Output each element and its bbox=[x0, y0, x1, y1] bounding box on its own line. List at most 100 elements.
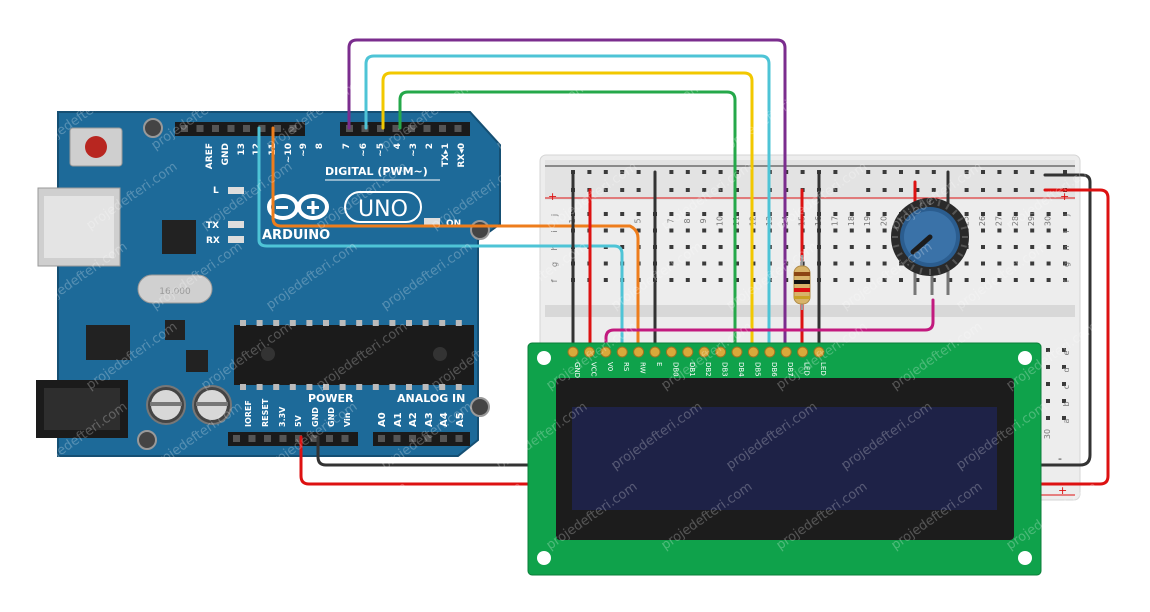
breadboard-hole bbox=[718, 261, 723, 266]
breadboard-hole bbox=[997, 228, 1002, 233]
lcd-pin-label: DB7 bbox=[786, 362, 794, 377]
analog-pin-label: A5 bbox=[455, 412, 466, 427]
column-number: 5 bbox=[634, 218, 643, 223]
watermark-text: projedefteri.com bbox=[494, 79, 591, 153]
breadboard-hole bbox=[718, 245, 723, 249]
digital-pin-label: RX◂0 bbox=[457, 143, 467, 168]
watermark-text: projedefteri.com bbox=[84, 479, 181, 553]
rail-hole bbox=[685, 170, 690, 174]
lcd-pin-label: LED bbox=[819, 362, 827, 376]
breadboard-hole bbox=[866, 212, 871, 216]
row-letter-left: h bbox=[550, 245, 559, 250]
row-letter-left: f bbox=[550, 279, 559, 282]
column-number: 30 bbox=[1044, 216, 1053, 226]
breadboard-hole bbox=[1046, 416, 1050, 420]
header-pin bbox=[392, 125, 400, 132]
column-number: 27 bbox=[994, 216, 1003, 226]
breadboard-hole bbox=[1046, 278, 1051, 282]
breadboard-hole bbox=[735, 228, 739, 233]
wire-cyan-rs bbox=[257, 126, 624, 354]
digital-pwm-label: DIGITAL (PWM~) bbox=[325, 165, 428, 178]
rail-hole bbox=[718, 188, 723, 192]
crystal-oscillator bbox=[137, 274, 213, 304]
breadboard-hole bbox=[882, 212, 887, 216]
breadboard-hole bbox=[849, 212, 854, 216]
rail-hole bbox=[1013, 188, 1018, 192]
breadboard-hole bbox=[1030, 212, 1035, 216]
led-on bbox=[424, 218, 440, 225]
breadboard-hole bbox=[735, 245, 739, 249]
rail-hole bbox=[735, 170, 739, 174]
header-pin bbox=[274, 125, 281, 132]
header-pin bbox=[264, 435, 271, 442]
lcd-pin-label: GND bbox=[573, 362, 581, 378]
breadboard-hole bbox=[1013, 212, 1018, 216]
rail-hole bbox=[702, 188, 707, 192]
breadboard-hole bbox=[981, 212, 985, 216]
breadboard-hole bbox=[882, 278, 887, 282]
breadboard-hole bbox=[1013, 228, 1018, 233]
digital-pin-label: 2 bbox=[425, 143, 435, 149]
breadboard-hole bbox=[718, 228, 723, 233]
l-label: L bbox=[213, 186, 219, 196]
watermark-text: projedefteri.com bbox=[429, 479, 526, 553]
arduino-brand: ARDUINO bbox=[262, 228, 330, 243]
lcd-pin-label: V0 bbox=[606, 362, 614, 371]
breadboard-hole bbox=[1063, 212, 1067, 216]
row-letter-right: j bbox=[1062, 214, 1071, 217]
header-pin bbox=[279, 435, 287, 442]
header-pin bbox=[423, 125, 431, 132]
breadboard-hole bbox=[702, 261, 707, 266]
row-letter-right: h bbox=[1062, 245, 1071, 250]
led-l bbox=[228, 187, 244, 194]
wire-cyan bbox=[364, 54, 771, 354]
watermark-text: projedefteri.com bbox=[839, 79, 936, 153]
header-pin bbox=[227, 125, 235, 132]
rail-hole bbox=[669, 188, 674, 192]
lcd-pin bbox=[715, 346, 727, 358]
lcd-pin-label: DB0 bbox=[671, 362, 679, 377]
rail-hole bbox=[981, 170, 985, 174]
digital-pin-label: AREF bbox=[205, 143, 215, 169]
digital-pin-label: 13 bbox=[237, 143, 247, 156]
header-pin bbox=[439, 125, 446, 132]
lcd-pin bbox=[616, 346, 628, 358]
header-pin bbox=[440, 435, 447, 442]
column-number: 20 bbox=[880, 216, 889, 226]
breadboard-hole bbox=[702, 245, 707, 249]
breadboard-hole bbox=[1046, 399, 1050, 403]
breadboard-hole bbox=[636, 212, 641, 216]
breadboard-hole bbox=[1046, 348, 1050, 352]
column-number: 8 bbox=[683, 218, 692, 223]
power-pin-label: 5V bbox=[294, 414, 303, 427]
watermark-text: projedefteri.com bbox=[724, 79, 821, 153]
row-letter-right-bottom: e bbox=[1062, 350, 1071, 355]
header-pin bbox=[258, 125, 266, 132]
row-letter-left: g bbox=[550, 262, 559, 267]
row-letter-right: i bbox=[1062, 230, 1071, 232]
breadboard-hole bbox=[866, 261, 871, 266]
breadboard-hole bbox=[718, 212, 723, 216]
digital-header-right bbox=[340, 122, 470, 136]
breadboard-hole bbox=[882, 228, 887, 233]
breadboard-hole bbox=[718, 278, 723, 282]
lcd-pin-label: DB3 bbox=[721, 362, 729, 377]
potentiometer[interactable] bbox=[891, 198, 969, 295]
breadboard-hole bbox=[849, 278, 854, 282]
header-pin bbox=[181, 125, 188, 132]
rail-hole bbox=[981, 188, 985, 192]
breadboard-hole bbox=[1046, 228, 1051, 233]
power-pin-label: GND bbox=[311, 407, 320, 427]
breadboard-hole bbox=[669, 245, 674, 249]
breadboard-hole bbox=[636, 228, 641, 233]
rail-hole bbox=[636, 170, 641, 174]
breadboard-hole bbox=[1062, 348, 1066, 352]
header-pin bbox=[377, 125, 384, 132]
breadboard-hole bbox=[997, 278, 1002, 282]
analog-pin-label: A0 bbox=[377, 412, 388, 427]
breadboard-hole bbox=[997, 261, 1002, 266]
breadboard-hole bbox=[702, 228, 707, 233]
header-pin bbox=[310, 435, 318, 442]
row-letter-right: g bbox=[1062, 262, 1071, 267]
